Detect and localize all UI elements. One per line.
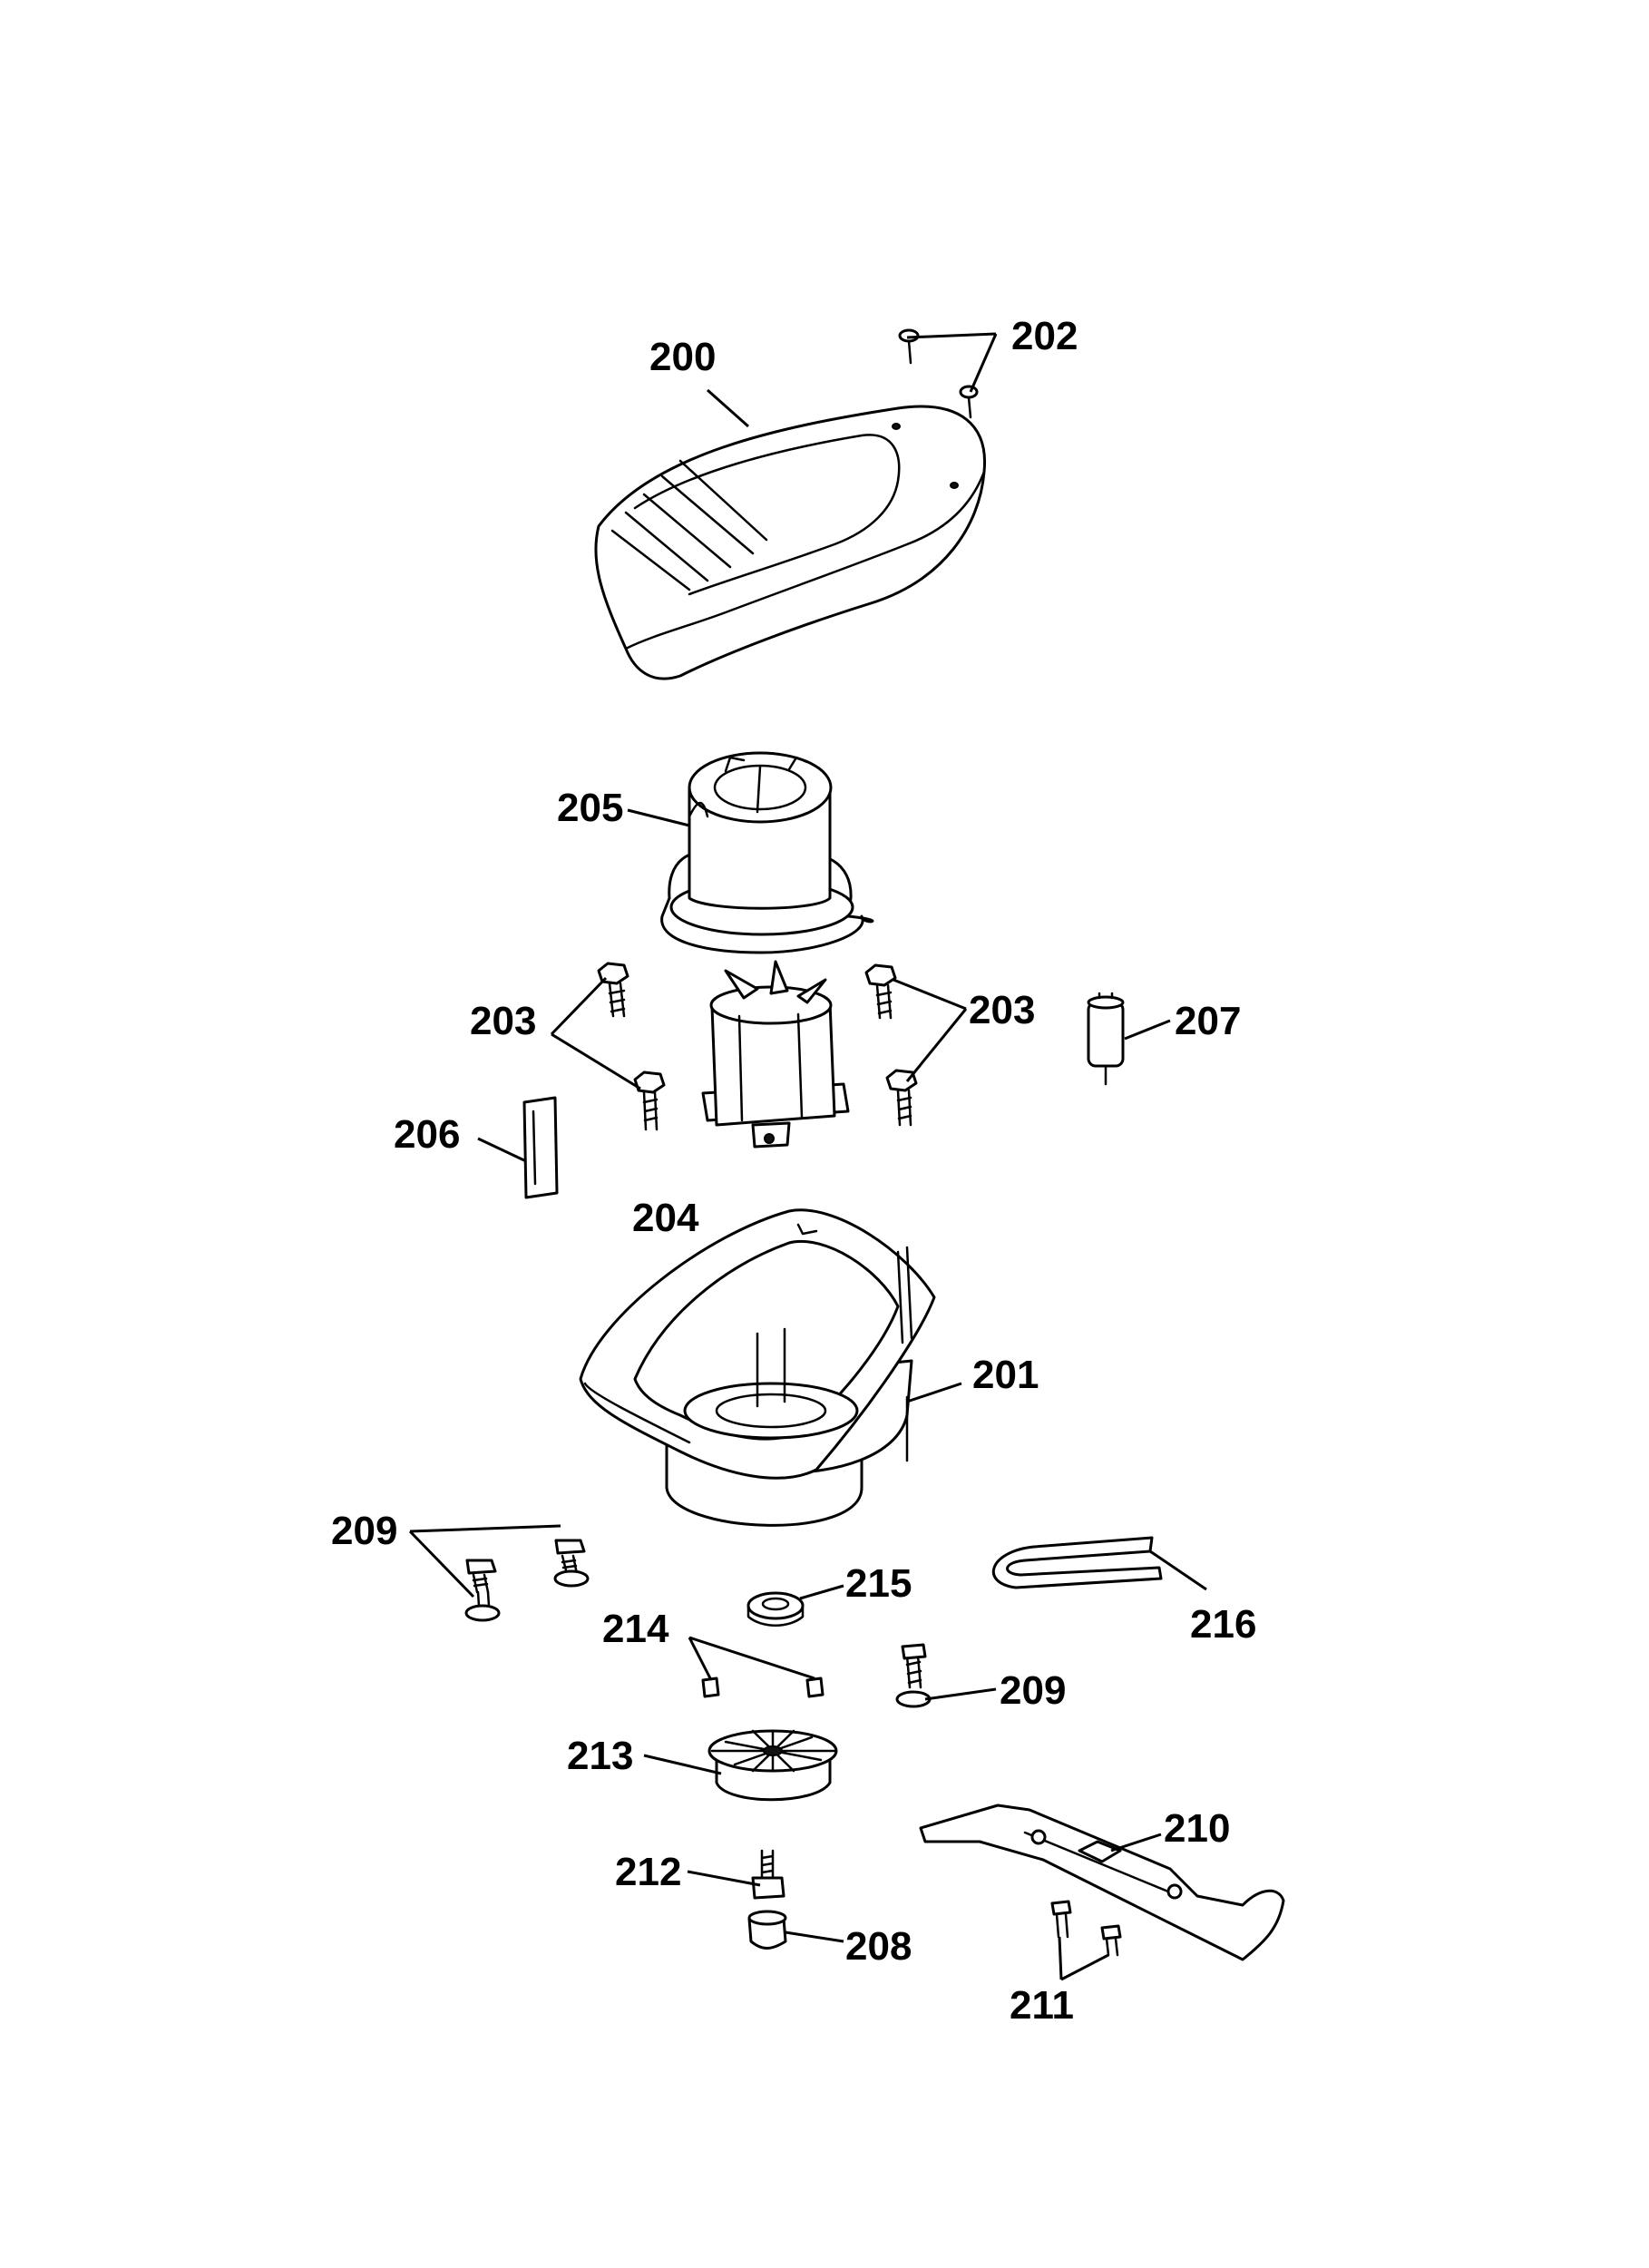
- callout-206: 206: [394, 1112, 460, 1157]
- callout-215: 215: [845, 1561, 912, 1606]
- motor-housing-part-201: [579, 1208, 936, 1527]
- callout-labels: 200 202 205 203 203 207 206 204 201 209 …: [331, 314, 1256, 2028]
- fan-part-213: [707, 1729, 838, 1802]
- callout-209-upper: 209: [331, 1509, 397, 1553]
- callout-209-lower: 209: [1000, 1668, 1066, 1713]
- leader-209a-2: [408, 1530, 475, 1598]
- leader-202a: [906, 332, 997, 339]
- callout-203-right: 203: [969, 988, 1035, 1032]
- air-duct-part-205: [660, 751, 874, 954]
- leader-211-2: [1060, 1953, 1109, 1981]
- callout-212: 212: [615, 1850, 681, 1894]
- callout-202: 202: [1011, 314, 1078, 358]
- bolt-part-203-right: [864, 963, 918, 1127]
- bearing-part-215: [746, 1591, 805, 1627]
- leader-211-1: [1058, 1936, 1063, 1980]
- leader-203b-1: [893, 978, 967, 1011]
- leader-213: [643, 1754, 722, 1775]
- leader-214-2: [688, 1636, 815, 1680]
- leader-207: [1124, 1019, 1171, 1041]
- leader-203b-2: [905, 1008, 968, 1082]
- leader-216: [1149, 1549, 1207, 1591]
- callout-200: 200: [649, 335, 716, 379]
- callout-216: 216: [1190, 1602, 1256, 1647]
- leader-210: [1110, 1833, 1162, 1853]
- leader-215: [799, 1584, 844, 1600]
- leader-206: [477, 1137, 527, 1163]
- leader-lines: [408, 332, 1207, 1981]
- callout-211: 211: [1010, 1983, 1074, 2028]
- callout-204: 204: [632, 1196, 699, 1240]
- bolt-part-209-upper: [464, 1539, 590, 1622]
- screw-part-202: [898, 328, 979, 419]
- nut-part-208: [747, 1910, 787, 1950]
- motor-part-204: [701, 960, 850, 1149]
- capacitor-part-207: [1087, 992, 1125, 1086]
- bolt-part-212: [751, 1849, 785, 1900]
- leader-201: [906, 1382, 962, 1403]
- leader-200: [707, 388, 749, 428]
- callout-203-left: 203: [470, 999, 536, 1043]
- callout-213: 213: [567, 1734, 633, 1778]
- bolt-part-209-lower: [895, 1643, 932, 1708]
- leader-203a-1: [550, 976, 608, 1036]
- blade-part-210: [919, 1804, 1285, 1961]
- label-part-206: [522, 1096, 559, 1199]
- leader-203a-2: [551, 1032, 641, 1090]
- leader-209a-1: [409, 1524, 561, 1533]
- leader-214-1: [688, 1637, 712, 1679]
- leader-209b: [924, 1687, 997, 1701]
- motor-cover-part-200: [594, 405, 987, 680]
- callout-207: 207: [1175, 999, 1241, 1043]
- callout-208: 208: [845, 1924, 912, 1969]
- leader-202b: [969, 333, 998, 393]
- callout-214: 214: [602, 1607, 669, 1651]
- leader-208: [785, 1931, 844, 1943]
- screw-part-211: [1050, 1900, 1122, 1957]
- callout-210: 210: [1164, 1806, 1230, 1851]
- leader-212: [687, 1870, 761, 1887]
- bolt-part-203-left: [597, 962, 666, 1131]
- callout-205: 205: [557, 786, 623, 830]
- clip-part-216: [991, 1536, 1163, 1589]
- leader-205: [627, 808, 690, 827]
- clip-part-214: [701, 1677, 824, 1698]
- callout-201: 201: [972, 1353, 1039, 1397]
